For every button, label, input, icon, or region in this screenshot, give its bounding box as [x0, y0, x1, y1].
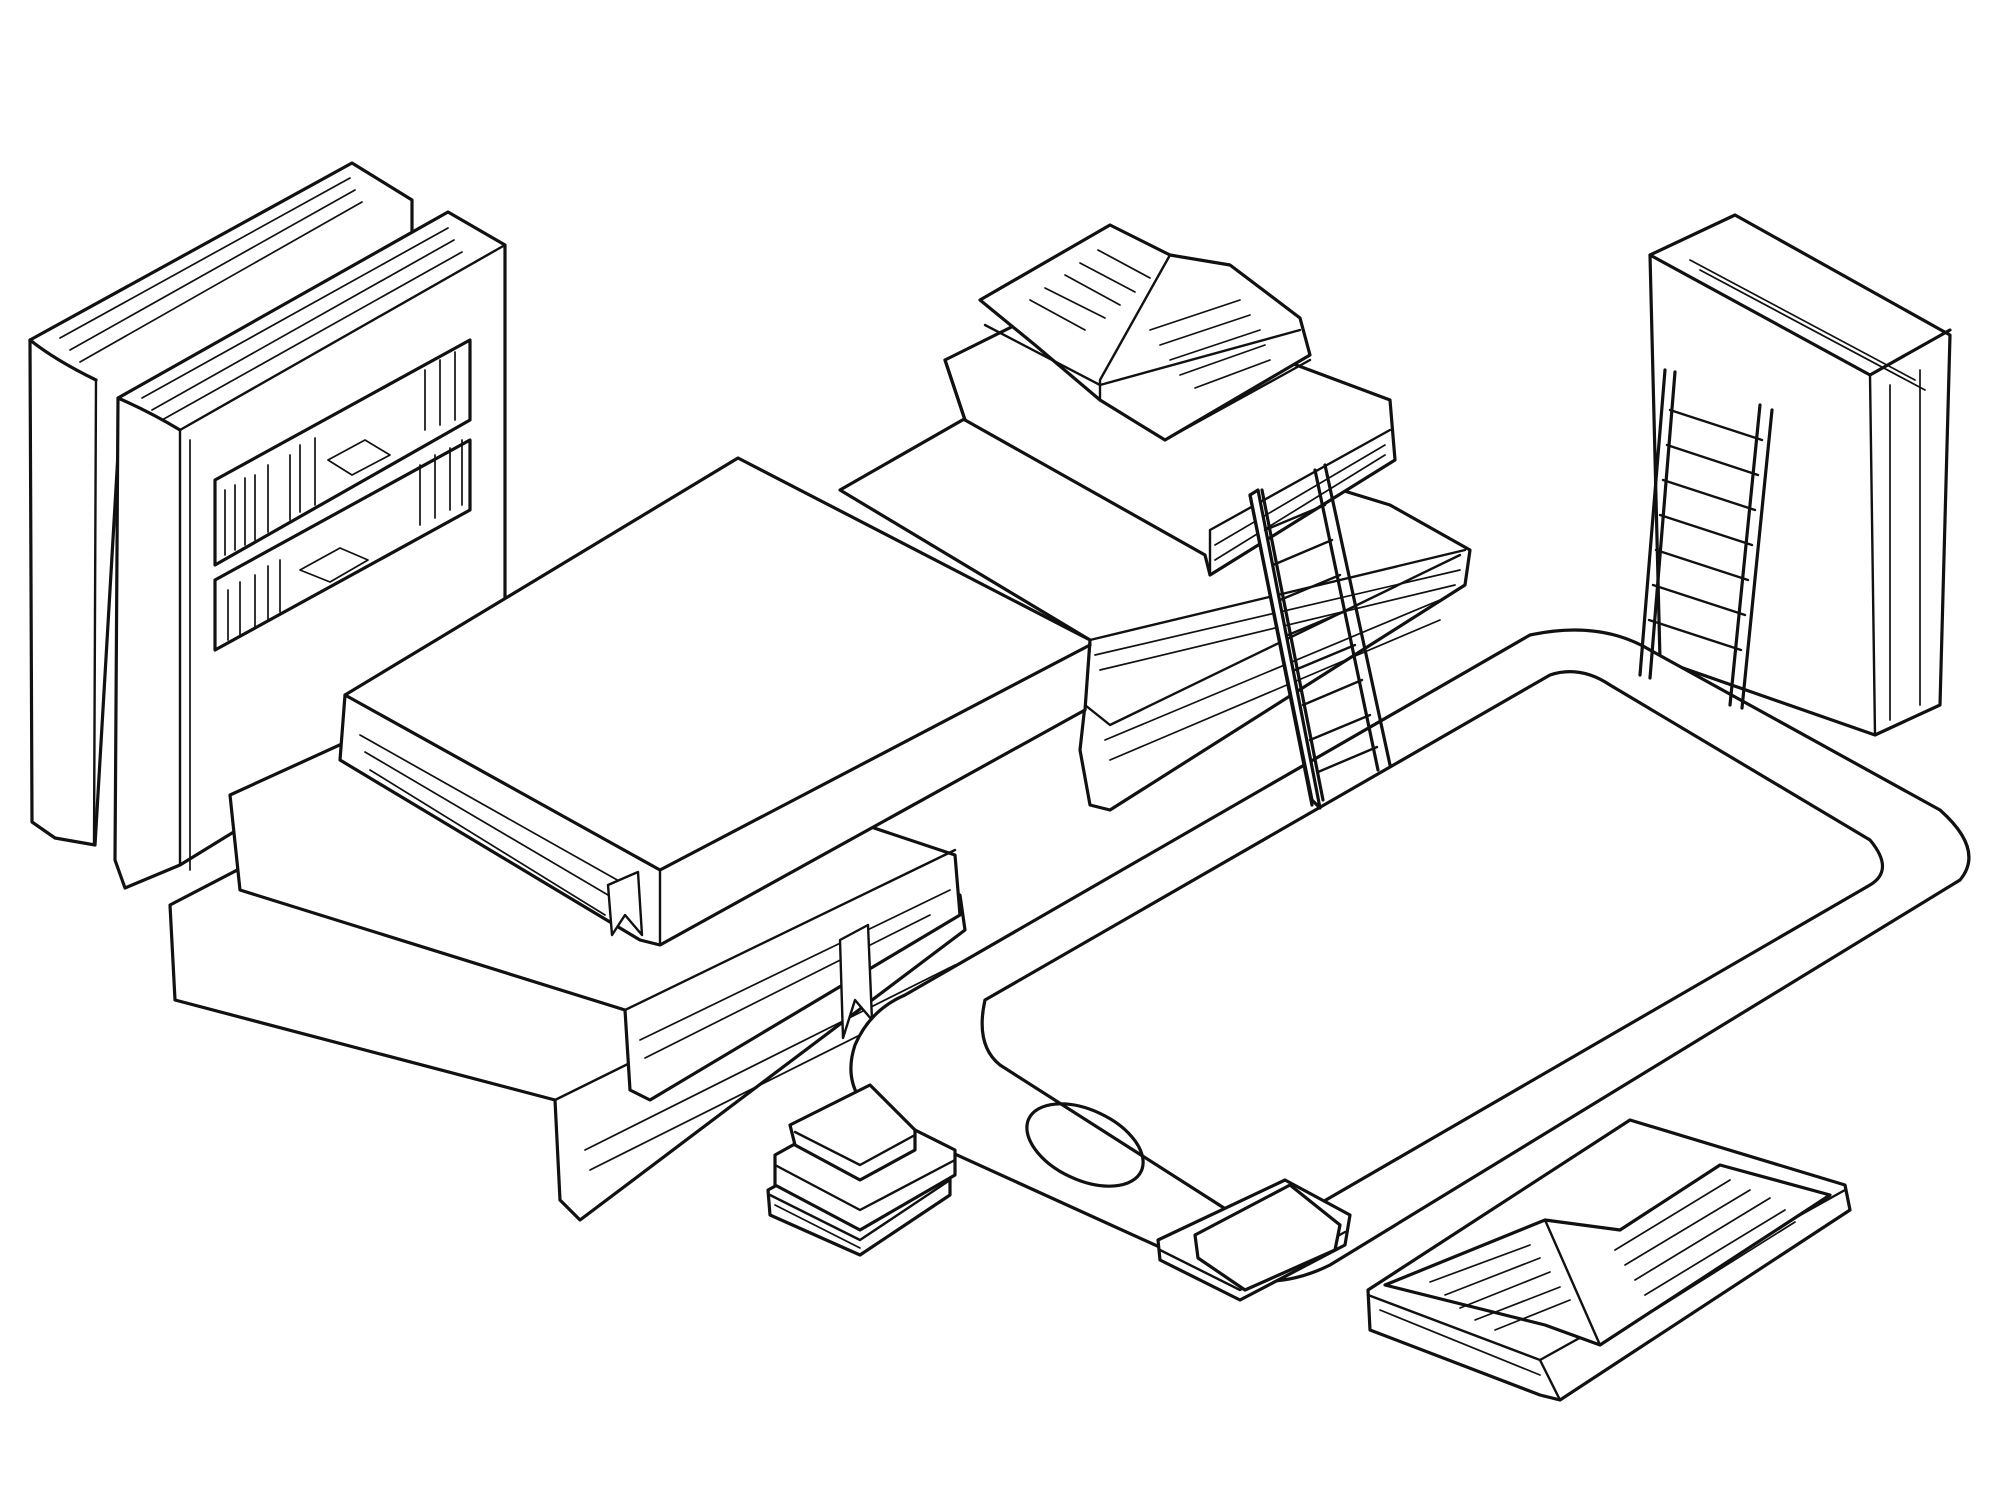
tall-standing-book-icon: [1648, 213, 1952, 737]
small-book-stack-icon: [766, 1083, 957, 1257]
open-book-top-icon: [978, 223, 1312, 442]
ladder-right-icon: [1638, 368, 1774, 710]
open-book-bottom-icon: [1366, 1118, 1852, 1402]
large-book-stack-icon: [168, 456, 1092, 1222]
ladder-center-icon: [1248, 463, 1392, 810]
small-book-on-tablet-icon: [1156, 1178, 1352, 1302]
